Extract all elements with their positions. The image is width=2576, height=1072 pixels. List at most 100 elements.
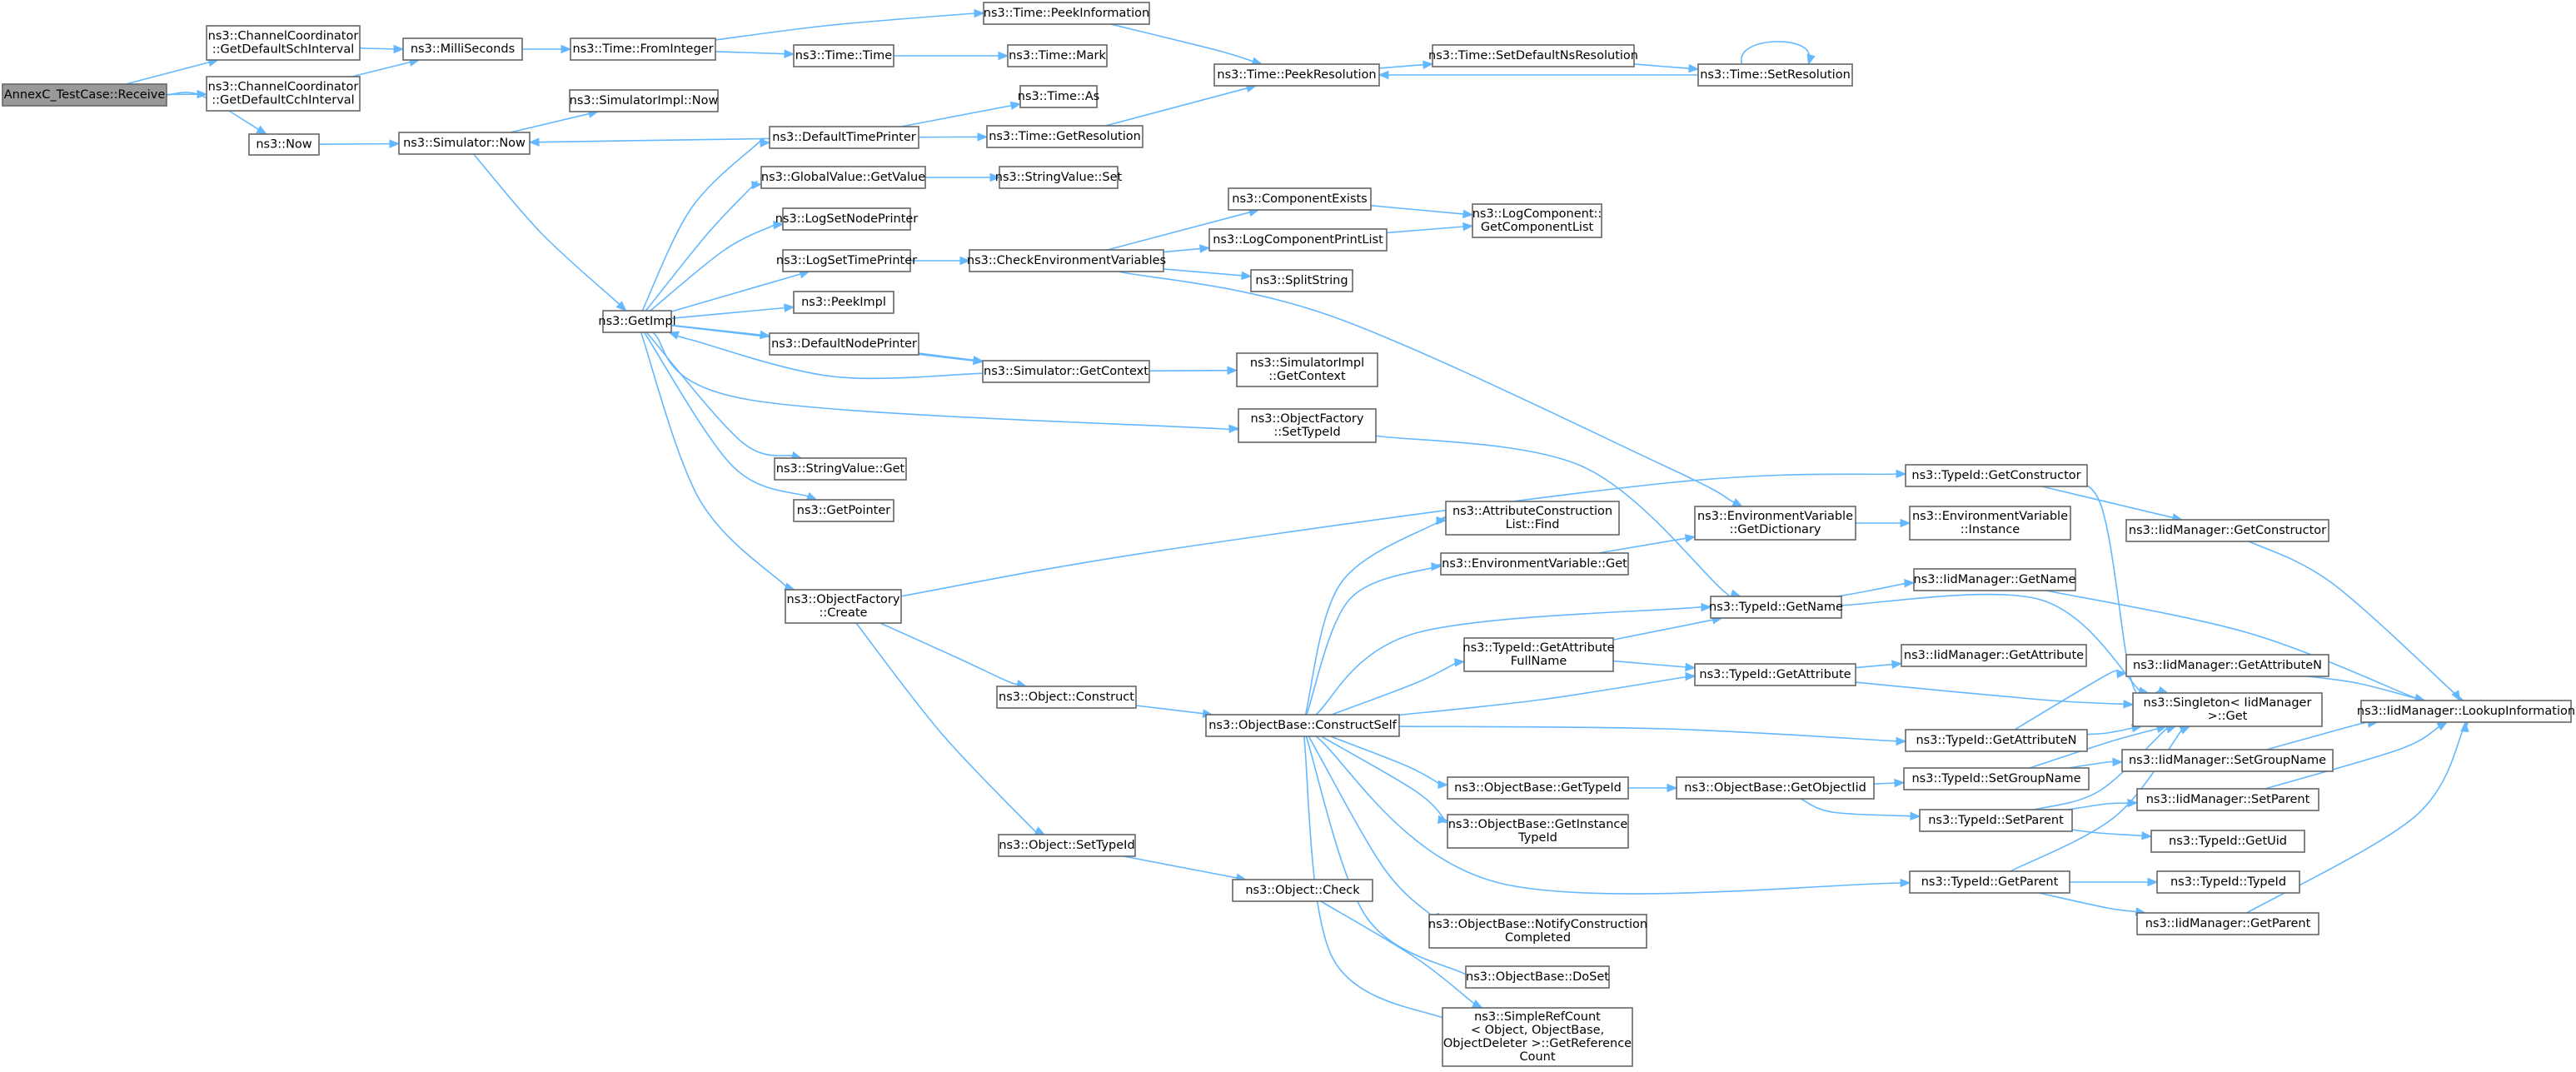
function-node-simimplgetctx[interactable]: ns3::SimulatorImpl::GetContext <box>1236 352 1378 387</box>
node-label: ns3::LogComponent:: <box>1472 207 1602 221</box>
node-label: ns3::DefaultNodePrinter <box>771 337 917 351</box>
call-edge-objsettid-to-objcheck <box>1123 855 1248 883</box>
function-node-mark[interactable]: ns3::Time::Mark <box>1007 44 1108 67</box>
function-node-objsettid[interactable]: ns3::Object::SetTypeId <box>998 834 1136 857</box>
function-node-obgetoiid[interactable]: ns3::ObjectBase::GetObjectIid <box>1676 776 1875 800</box>
function-node-deftp[interactable]: ns3::DefaultTimePrinter <box>769 126 919 149</box>
function-node-ms[interactable]: ns3::MilliSeconds <box>402 37 523 61</box>
function-node-peekinfo[interactable]: ns3::Time::PeekInformation <box>983 2 1150 25</box>
function-node-iidgetattrn[interactable]: ns3::IidManager::GetAttributeN <box>2125 654 2329 677</box>
node-label: ns3::TypeId::GetName <box>1709 601 1843 614</box>
function-node-timetime[interactable]: ns3::Time::Time <box>793 44 894 67</box>
function-node-srcgetref[interactable]: ns3::SimpleRefCount< Object, ObjectBase,… <box>1442 1007 1633 1067</box>
function-node-svget[interactable]: ns3::StringValue::Get <box>774 457 907 481</box>
function-node-root[interactable]: AnnexC_TestCase::Receive <box>2 83 167 107</box>
function-node-envgetdict[interactable]: ns3::EnvironmentVariable::GetDictionary <box>1694 506 1856 541</box>
arrowhead-icon <box>2112 757 2124 767</box>
function-node-logtp[interactable]: ns3::LogSetTimePrinter <box>776 249 917 272</box>
function-node-cc_cch[interactable]: ns3::ChannelCoordinator::GetDefaultCchIn… <box>206 76 361 112</box>
function-node-peekimpl[interactable]: ns3::PeekImpl <box>793 291 894 314</box>
function-node-checkenv[interactable]: ns3::CheckEnvironmentVariables <box>967 249 1166 272</box>
function-node-simimplnow[interactable]: ns3::SimulatorImpl::Now <box>569 89 719 112</box>
node-box <box>1428 914 1647 949</box>
function-node-objcheck[interactable]: ns3::Object::Check <box>1232 879 1373 902</box>
function-node-tidgetuid[interactable]: ns3::TypeId::GetUid <box>2150 830 2305 853</box>
function-node-peekres[interactable]: ns3::Time::PeekResolution <box>1213 63 1380 87</box>
call-edge-obconstructself-to-tidgetattr <box>1398 671 1700 716</box>
function-node-envinst[interactable]: ns3::EnvironmentVariable::Instance <box>1909 506 2071 541</box>
call-edge-peekres-to-setdefns <box>1378 60 1434 69</box>
function-node-obgettid[interactable]: ns3::ObjectBase::GetTypeId <box>1447 776 1629 800</box>
function-node-obconstructself[interactable]: ns3::ObjectBase::ConstructSelf <box>1205 714 1400 737</box>
arrowhead-icon <box>668 331 680 340</box>
function-node-iidsetgn[interactable]: ns3::IidManager::SetGroupName <box>2121 749 2334 772</box>
function-node-tidgetparent[interactable]: ns3::TypeId::GetParent <box>1909 870 2070 894</box>
node-label: ns3::TypeId::GetParent <box>1921 875 2059 889</box>
function-node-tidsetgn[interactable]: ns3::TypeId::SetGroupName <box>1903 767 2090 790</box>
arrowhead-icon <box>1667 783 1678 793</box>
node-label: ::GetDefaultCchInterval <box>212 94 354 107</box>
call-edge-simnow-to-simimplnow <box>510 109 600 133</box>
function-node-obnotify[interactable]: ns3::ObjectBase::NotifyConstructionCompl… <box>1428 914 1647 949</box>
node-label: ns3::SimpleRefCount <box>1474 1010 1601 1024</box>
node-box <box>1697 63 1853 87</box>
function-node-simnow[interactable]: ns3::Simulator::Now <box>398 132 531 155</box>
function-node-tidgetname[interactable]: ns3::TypeId::GetName <box>1709 596 1843 619</box>
function-node-ofcreate[interactable]: ns3::ObjectFactory::Create <box>785 589 902 624</box>
function-node-ofsettid[interactable]: ns3::ObjectFactory::SetTypeId <box>1238 408 1377 443</box>
function-node-iidgetparent[interactable]: ns3::IidManager::GetParent <box>2136 912 2319 935</box>
function-node-tidgetattrn[interactable]: ns3::TypeId::GetAttributeN <box>1905 729 2088 752</box>
function-node-iidgetname[interactable]: ns3::IidManager::GetName <box>1913 568 2076 591</box>
function-node-getimpl[interactable]: ns3::GetImpl <box>598 310 676 333</box>
function-node-getres[interactable]: ns3::Time::GetResolution <box>986 125 1144 148</box>
function-node-tidgetattr[interactable]: ns3::TypeId::GetAttribute <box>1694 663 1856 686</box>
function-node-cc_sch[interactable]: ns3::ChannelCoordinator::GetDefaultSchIn… <box>206 25 361 61</box>
node-label: ns3::ChannelCoordinator <box>208 30 359 43</box>
edge-line <box>1135 705 1204 715</box>
function-node-getcomplist[interactable]: ns3::LogComponent::GetComponentList <box>1472 203 1602 238</box>
function-node-timeas[interactable]: ns3::Time::As <box>1018 85 1099 108</box>
call-edge-setdefns-to-setres <box>1633 63 1700 73</box>
function-node-iidsetparent[interactable]: ns3::IidManager::SetParent <box>2136 788 2319 811</box>
call-edge-objconstruct-to-obconstructself <box>1135 705 1213 718</box>
function-node-defnp[interactable]: ns3::DefaultNodePrinter <box>769 332 919 356</box>
node-label: ::Instance <box>1961 523 2020 536</box>
function-node-lognp[interactable]: ns3::LogSetNodePrinter <box>775 207 919 231</box>
function-node-tidsetparent[interactable]: ns3::TypeId::SetParent <box>1919 809 2073 832</box>
function-node-setdefns[interactable]: ns3::Time::SetDefaultNsResolution <box>1428 44 1638 67</box>
function-node-compexists[interactable]: ns3::ComponentExists <box>1228 187 1372 211</box>
call-edge-getimpl-to-ofcreate <box>640 332 796 595</box>
call-edges <box>125 8 2470 1026</box>
function-node-svset[interactable]: ns3::StringValue::Set <box>995 166 1123 189</box>
function-node-iidgetattr[interactable]: ns3::IidManager::GetAttribute <box>1901 644 2087 667</box>
function-node-setres[interactable]: ns3::Time::SetResolution <box>1697 63 1853 87</box>
function-node-iidlookup[interactable]: ns3::IidManager::LookupInformation <box>2357 700 2575 723</box>
arrowhead-icon <box>1437 780 1449 790</box>
node-box <box>793 499 894 522</box>
function-node-now[interactable]: ns3::Now <box>248 133 320 156</box>
edge-line <box>715 51 786 55</box>
function-node-logcpl[interactable]: ns3::LogComponentPrintList <box>1208 228 1388 252</box>
function-node-iidgetctor[interactable]: ns3::IidManager::GetConstructor <box>2125 519 2329 542</box>
function-node-simgetctx[interactable]: ns3::Simulator::GetContext <box>982 360 1150 383</box>
arrowhead-icon <box>1900 878 1911 888</box>
node-box <box>983 2 1150 25</box>
function-node-tidgetctor[interactable]: ns3::TypeId::GetConstructor <box>1905 464 2088 487</box>
function-node-fromint[interactable]: ns3::Time::FromInteger <box>570 37 716 61</box>
function-node-envget[interactable]: ns3::EnvironmentVariable::Get <box>1440 552 1629 576</box>
node-box <box>1007 44 1108 67</box>
function-node-obdoset[interactable]: ns3::ObjectBase::DoSet <box>1465 965 1610 989</box>
function-node-objconstruct[interactable]: ns3::Object::Construct <box>996 686 1137 709</box>
edge-line <box>1306 563 1443 715</box>
function-node-splitstr[interactable]: ns3::SplitString <box>1250 269 1353 292</box>
call-edge-setres-to-peekres <box>1378 70 1698 80</box>
function-node-tidtid[interactable]: ns3::TypeId::TypeId <box>2156 870 2300 894</box>
arrowhead-icon <box>2141 831 2153 840</box>
function-node-singleton[interactable]: ns3::Singleton< IidManager >::Get <box>2132 692 2323 727</box>
node-label: ns3::Time::PeekInformation <box>984 7 1149 20</box>
function-node-gvget[interactable]: ns3::GlobalValue::GetValue <box>760 166 926 189</box>
function-node-getptr[interactable]: ns3::GetPointer <box>793 499 894 522</box>
